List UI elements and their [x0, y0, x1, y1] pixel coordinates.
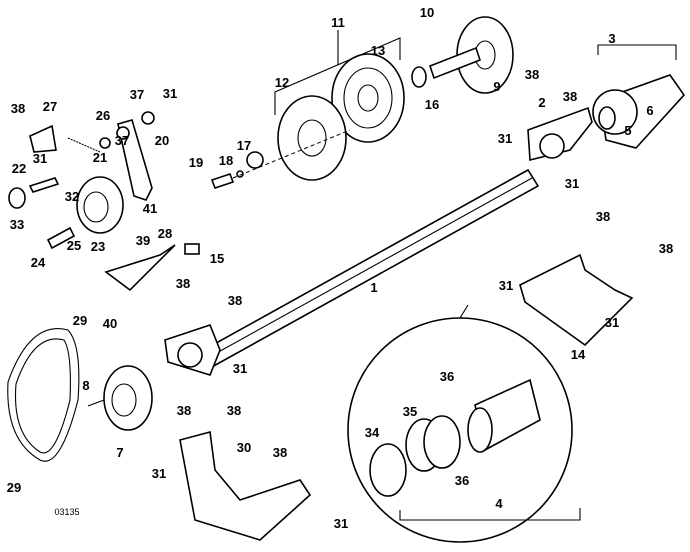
bolt-19: [210, 172, 235, 190]
callout-38: 38: [525, 67, 539, 82]
callout-19: 19: [189, 155, 203, 170]
idler-pulley: [76, 176, 124, 234]
callout-16: 16: [425, 97, 439, 112]
belt: [7, 328, 80, 462]
callout-17: 17: [237, 138, 251, 153]
callout-29: 29: [73, 313, 87, 328]
callout-15: 15: [210, 251, 224, 266]
idler-arm: [116, 119, 153, 201]
callout-27: 27: [43, 99, 57, 114]
callout-38: 38: [177, 403, 191, 418]
callout-25: 25: [67, 238, 81, 253]
callout-31: 31: [565, 176, 579, 191]
callout-38: 38: [228, 293, 242, 308]
callout-29: 29: [7, 480, 21, 495]
callout-24: 24: [31, 255, 46, 270]
bearing-bracket: [527, 106, 593, 162]
callout-14: 14: [571, 347, 586, 362]
callout-39: 39: [136, 233, 150, 248]
callout-21: 21: [93, 150, 107, 165]
callout-26: 26: [96, 108, 110, 123]
clutch-pulley: [331, 53, 405, 143]
callout-2: 2: [538, 95, 545, 110]
callout-38: 38: [563, 89, 577, 104]
washer-16: [411, 66, 427, 88]
callout-12: 12: [275, 75, 289, 90]
callout-38: 38: [659, 241, 673, 256]
washer-17: [246, 151, 264, 169]
callout-31: 31: [163, 86, 177, 101]
callout-34: 34: [365, 425, 380, 440]
bracket-28: [104, 244, 176, 292]
callout-6: 6: [646, 103, 653, 118]
callout-36: 36: [455, 473, 469, 488]
drive-pulley: [103, 365, 153, 431]
callout-32: 32: [65, 189, 79, 204]
callout-38: 38: [596, 209, 610, 224]
spacer-33: [8, 187, 26, 209]
spacer-37b: [99, 137, 111, 149]
lower-bearing-bracket: [164, 324, 221, 376]
callout-37: 37: [115, 133, 129, 148]
callout-31: 31: [498, 131, 512, 146]
spacer-37: [141, 111, 155, 125]
callout-31: 31: [233, 361, 247, 376]
callout-10: 10: [420, 5, 434, 20]
flange-shaft: [429, 16, 514, 94]
detail-circle: [347, 304, 581, 543]
callout-38: 38: [273, 445, 287, 460]
callout-31: 31: [334, 516, 348, 531]
callout-5: 5: [624, 123, 631, 138]
callout-1: 1: [370, 280, 377, 295]
coupler-assembly: [592, 74, 686, 149]
clutch-plate: [277, 95, 347, 181]
callout-28: 28: [158, 226, 172, 241]
callout-3: 3: [608, 31, 615, 46]
callout-4: 4: [495, 496, 503, 511]
callout-35: 35: [403, 404, 417, 419]
callout-22: 22: [12, 161, 26, 176]
callout-38: 38: [176, 276, 190, 291]
bolt-22: [28, 177, 60, 193]
callout-18: 18: [219, 153, 233, 168]
callout-9: 9: [493, 79, 500, 94]
callout-11: 11: [331, 15, 345, 30]
callout-36: 36: [440, 369, 454, 384]
callout-41: 41: [143, 201, 157, 216]
bolt-24: [46, 226, 76, 250]
bracket-27: [29, 124, 57, 153]
callout-40: 40: [103, 316, 117, 331]
callout-23: 23: [91, 239, 105, 254]
callout-31: 31: [605, 315, 619, 330]
callout-13: 13: [371, 43, 385, 58]
callout-33: 33: [10, 217, 24, 232]
callout-38: 38: [227, 403, 241, 418]
callout-8: 8: [82, 378, 89, 393]
callout-37: 37: [130, 87, 144, 102]
bumper-15: [184, 243, 200, 255]
callout-7: 7: [116, 445, 123, 460]
bracket-30: [179, 430, 312, 541]
callout-31: 31: [499, 278, 513, 293]
callout-30: 30: [237, 440, 251, 455]
bracket-14: [519, 253, 634, 347]
callout-20: 20: [155, 133, 169, 148]
callout-31: 31: [152, 466, 166, 481]
callout-31: 31: [33, 151, 47, 166]
drawing-number: 03135: [54, 507, 79, 517]
callout-38: 38: [11, 101, 25, 116]
